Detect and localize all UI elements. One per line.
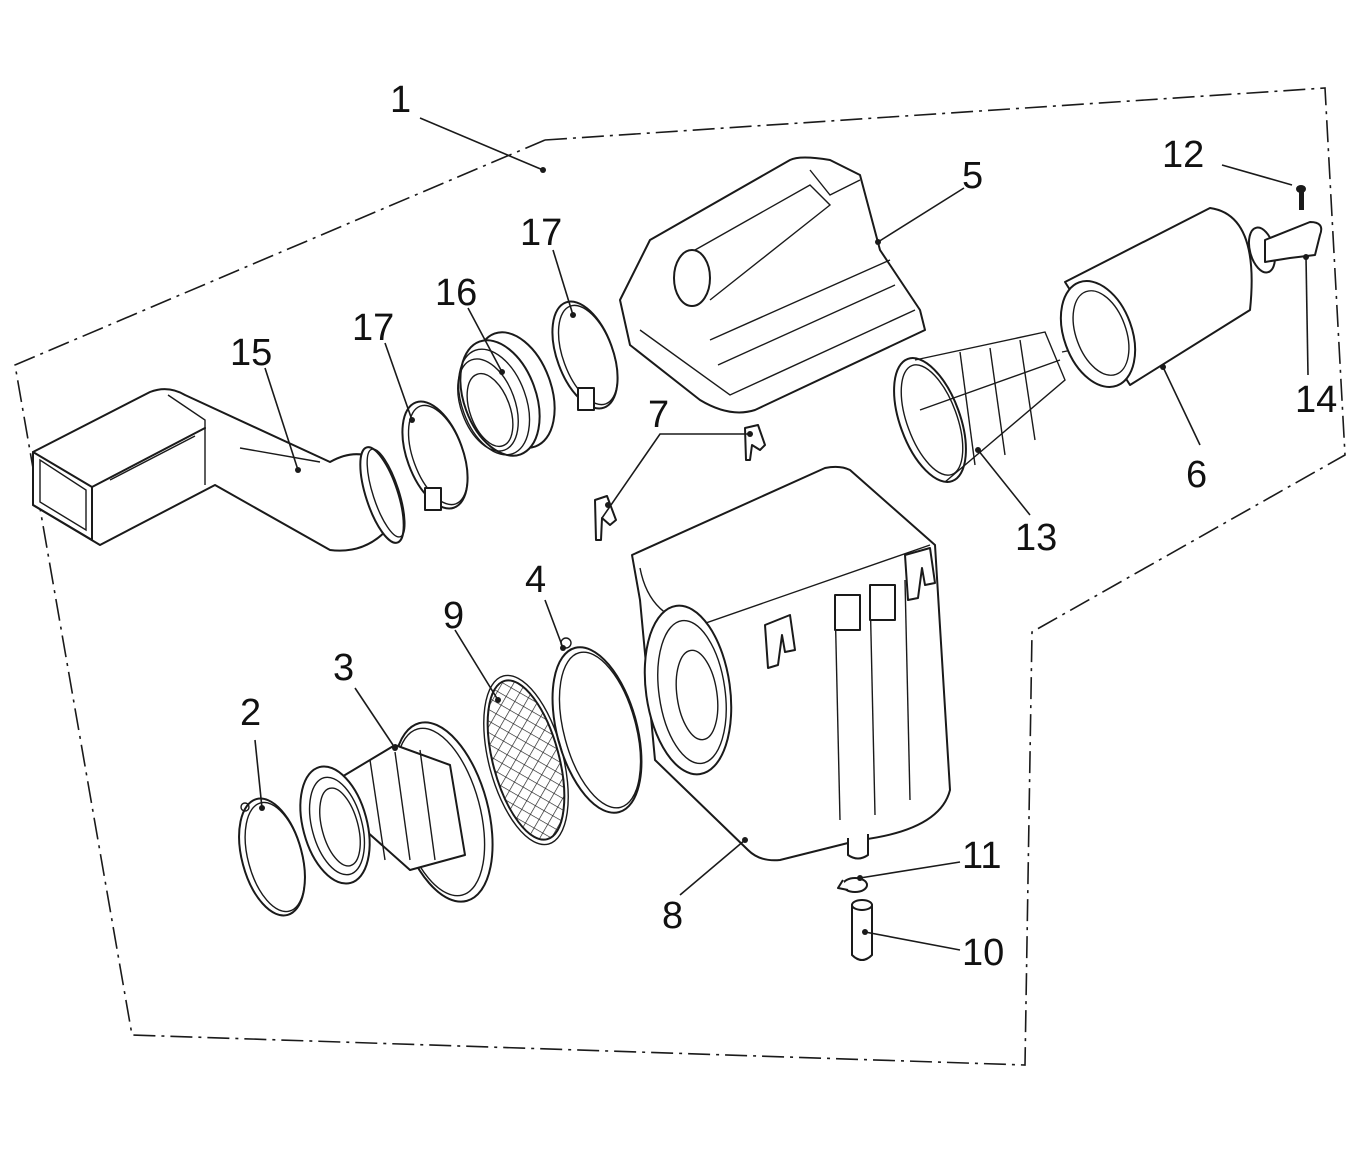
part-3-inlet-adapter <box>299 721 494 903</box>
callout-10: 10 <box>962 932 1004 974</box>
callout-6: 6 <box>1186 454 1207 496</box>
callout-17-left: 17 <box>352 307 394 349</box>
callout-7: 7 <box>648 394 669 436</box>
part-10-drain-tube <box>851 899 873 961</box>
callout-17-right: 17 <box>520 212 562 254</box>
callout-labels: 1 2 3 4 5 6 7 8 9 10 11 12 13 14 15 16 1… <box>230 79 1337 974</box>
part-12-screw <box>1296 185 1306 210</box>
part-11-drain-clamp <box>837 877 868 893</box>
part-16-bellows-hose <box>457 331 556 457</box>
part-17-clamp-left <box>401 400 469 511</box>
part-15-intake-duct <box>32 388 406 552</box>
callout-14: 14 <box>1295 379 1337 421</box>
part-5-filter-cover <box>619 156 926 414</box>
callout-11: 11 <box>962 835 1001 877</box>
callout-9: 9 <box>443 595 464 637</box>
callout-15: 15 <box>230 332 272 374</box>
callout-3: 3 <box>333 647 354 689</box>
callout-8: 8 <box>662 895 683 937</box>
part-14-wing-nut <box>1247 221 1323 274</box>
callout-5: 5 <box>962 155 983 197</box>
callout-4: 4 <box>525 559 546 601</box>
part-2-clamp <box>238 797 306 917</box>
callout-2: 2 <box>240 692 261 734</box>
part-13-filter-cage <box>893 331 1073 483</box>
callout-12: 12 <box>1162 134 1204 176</box>
callout-13: 13 <box>1015 517 1057 559</box>
callout-1: 1 <box>390 79 411 121</box>
leader-lines <box>254 117 1309 951</box>
assembly-boundary <box>14 87 1346 1066</box>
part-9-mesh-screen <box>483 674 569 846</box>
part-6-filter-element <box>1059 207 1253 388</box>
callout-16: 16 <box>435 272 477 314</box>
part-8-filter-housing <box>631 465 951 862</box>
